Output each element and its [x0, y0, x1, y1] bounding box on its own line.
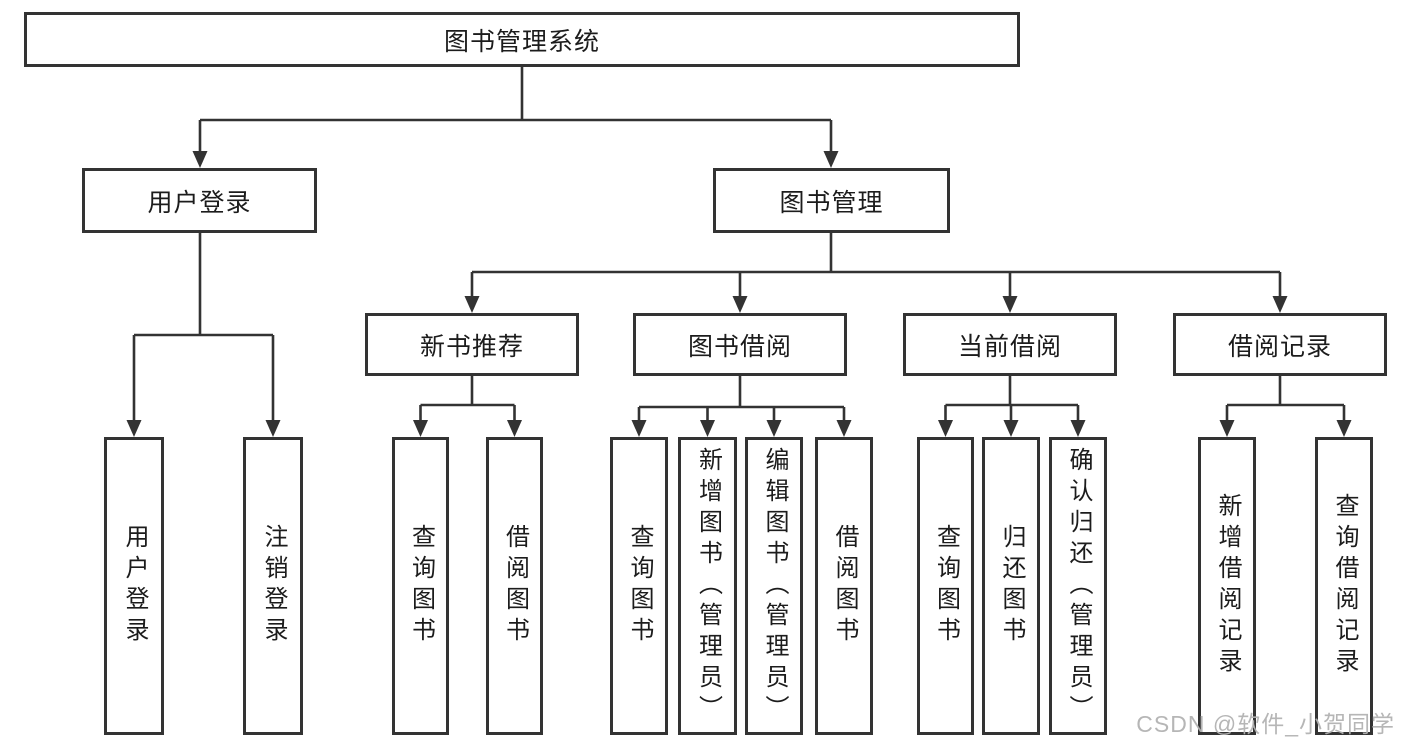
node-label: 用户登录	[147, 188, 252, 217]
node-label: 当前借阅	[957, 332, 1062, 361]
leaf-label: 归还图书	[998, 524, 1025, 648]
connector-new-book-children	[419, 376, 516, 422]
leaf-label: 新增图书（管理员）	[694, 446, 722, 726]
connector-book-borrow-children	[637, 376, 846, 422]
node-new-book-recommend: 新书推荐	[365, 313, 579, 376]
node-label: 图书借阅	[687, 332, 792, 361]
leaf-label: 查询图书	[626, 524, 653, 648]
leaf-add-books-admin: 新增图书（管理员）	[678, 437, 737, 735]
connector-borrow-records-children	[1225, 376, 1346, 422]
leaf-edit-books-admin: 编辑图书（管理员）	[745, 437, 803, 735]
leaf-label: 注销登录	[260, 524, 287, 648]
leaf-query-books-current: 查询图书	[917, 437, 974, 735]
connector-current-borrow-children	[944, 376, 1080, 422]
node-root-library-system: 图书管理系统	[24, 12, 1020, 67]
leaf-label: 查询借阅记录	[1331, 493, 1358, 679]
node-user-login: 用户登录	[82, 168, 317, 233]
node-book-borrow: 图书借阅	[633, 313, 847, 376]
node-borrow-records: 借阅记录	[1173, 313, 1387, 376]
leaf-label: 借阅图书	[831, 524, 858, 648]
leaf-query-books-recommend: 查询图书	[392, 437, 449, 735]
node-label: 图书管理	[779, 188, 884, 217]
node-current-borrow: 当前借阅	[903, 313, 1117, 376]
leaf-label: 编辑图书（管理员）	[761, 446, 788, 726]
arrowheads	[126, 151, 1352, 437]
node-book-management: 图书管理	[713, 168, 950, 233]
leaf-label: 借阅图书	[501, 524, 529, 648]
leaf-label: 用户登录	[121, 524, 148, 648]
leaf-user-login: 用户登录	[104, 437, 164, 735]
leaf-label: 新增借阅记录	[1214, 493, 1241, 679]
node-label: 新书推荐	[419, 332, 524, 361]
leaf-borrow-books-recommend: 借阅图书	[486, 437, 543, 735]
leaf-query-borrow-record: 查询借阅记录	[1315, 437, 1373, 735]
connector-book-mgmt-children	[470, 233, 1282, 298]
leaf-borrow-books: 借阅图书	[815, 437, 873, 735]
leaf-query-books-borrow: 查询图书	[610, 437, 668, 735]
csdn-watermark: CSDN @软件_小贺同学	[1136, 711, 1395, 737]
leaf-label: 确认归还（管理员）	[1065, 446, 1092, 726]
leaf-logout: 注销登录	[243, 437, 303, 735]
leaf-add-borrow-record: 新增借阅记录	[1198, 437, 1256, 735]
node-label: 图书管理系统	[443, 27, 600, 56]
leaf-label: 查询图书	[407, 524, 435, 648]
leaf-return-books: 归还图书	[982, 437, 1040, 735]
connector-user-login-children	[132, 233, 275, 422]
connector-root-to-level2	[198, 67, 833, 153]
leaf-label: 查询图书	[932, 524, 960, 648]
node-label: 借阅记录	[1227, 332, 1332, 361]
leaf-confirm-return-admin: 确认归还（管理员）	[1049, 437, 1107, 735]
